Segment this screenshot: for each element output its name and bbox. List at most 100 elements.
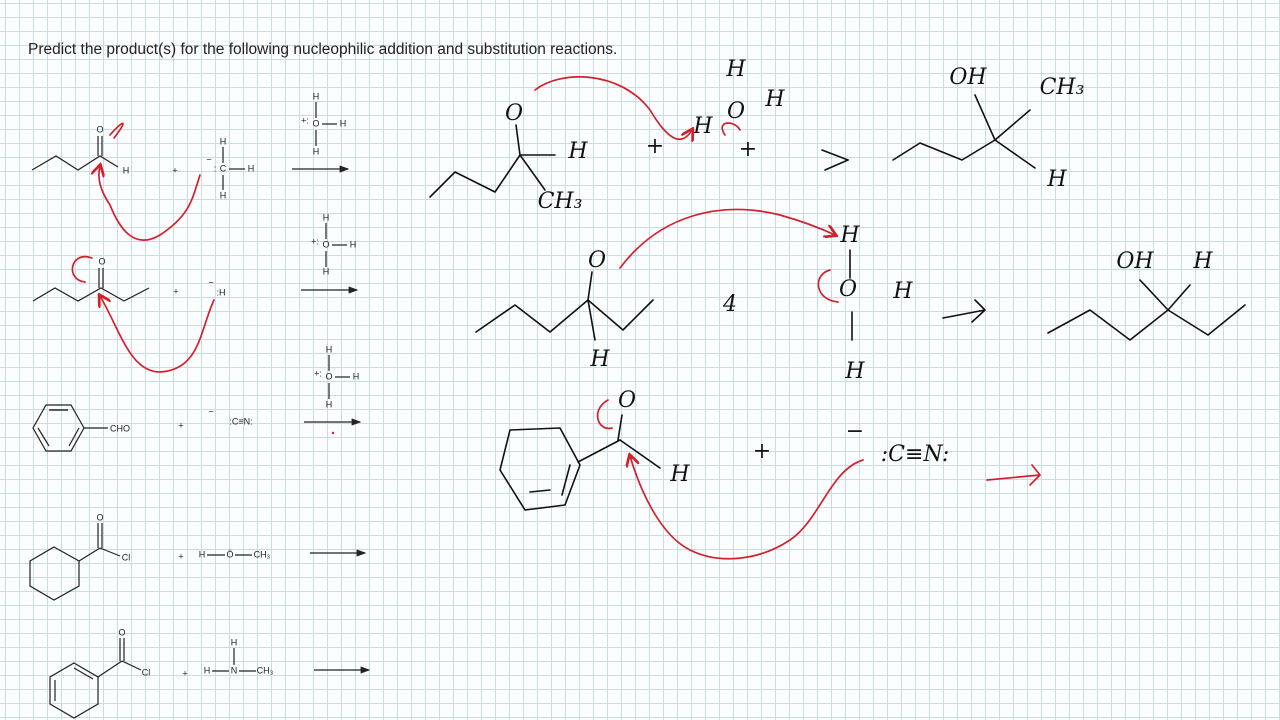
- charge-plus: +:: [314, 368, 322, 378]
- plus-sign: +: [173, 286, 178, 296]
- atom-H: H: [326, 399, 333, 409]
- ketone-skeleton: [32, 287, 150, 302]
- ink-dot: [331, 431, 335, 435]
- atom-H: H: [323, 266, 330, 276]
- atom-H: H: [313, 91, 320, 101]
- hand-bond: [519, 154, 546, 191]
- hand-bond: [994, 139, 1036, 169]
- aldehyde-group: CHO: [110, 423, 130, 433]
- hand-plus: +: [646, 134, 664, 159]
- atom-O: O: [325, 371, 332, 381]
- bond: [78, 547, 101, 562]
- hand-atom-H: H: [1046, 167, 1067, 192]
- plus-sign: +: [172, 165, 177, 175]
- bond: [99, 547, 121, 557]
- methyl-group: CH₃: [254, 549, 271, 559]
- atom-H: H: [340, 118, 347, 128]
- atom-H: H: [199, 549, 206, 559]
- red-curved-arrow: [630, 456, 864, 560]
- lone-pair: :: [214, 163, 217, 173]
- hand-product-skeleton: [1047, 304, 1246, 341]
- atom-O: O: [312, 118, 319, 128]
- plus-sign: +: [182, 668, 187, 678]
- atom-H: H: [353, 371, 360, 381]
- curved-arrow: [109, 122, 124, 139]
- red-curved-arrow: [817, 269, 839, 303]
- hand-methyl: CH₃: [538, 189, 583, 214]
- cyanide-ion: :C≡N:: [229, 416, 252, 426]
- benzene-ring: [32, 404, 85, 452]
- hand-atom-O: O: [839, 277, 857, 302]
- handwritten-mechanism-1: O H CH₃ + H O H H + OH CH₃ H: [429, 57, 1084, 214]
- red-curved-arrow: [721, 122, 741, 136]
- atom-H: H: [313, 146, 320, 156]
- atom-N: N: [231, 665, 238, 675]
- hand-atom-H: H: [1192, 249, 1213, 274]
- hand-cyanide: :C≡N:: [881, 442, 950, 467]
- atom-C: C: [220, 163, 227, 173]
- hand-atom-O: O: [588, 248, 606, 273]
- atom-H: H: [231, 637, 238, 647]
- ring-double-bond: [68, 427, 80, 447]
- hand-bond: [1167, 284, 1191, 311]
- atom-O: O: [118, 627, 125, 637]
- hand-ring-bonds: [529, 464, 571, 496]
- hand-atom-H: H: [844, 359, 865, 384]
- hand-atom-H: H: [589, 347, 610, 372]
- hand-charge-plus: +: [739, 137, 757, 162]
- ring-double-bond: [73, 667, 94, 680]
- hand-product-skeleton: [892, 109, 1031, 161]
- red-curved-arrow: [596, 399, 613, 430]
- atom-H: H: [123, 165, 130, 175]
- hand-skeleton: [429, 154, 556, 198]
- atom-O: O: [98, 256, 105, 266]
- hand-atom-H: H: [567, 139, 588, 164]
- hand-atom-H: H: [692, 114, 713, 139]
- hand-atom-H: H: [764, 87, 785, 112]
- hand-arrow: [824, 159, 849, 171]
- hand-atom-H: H: [892, 279, 913, 304]
- handwritten-mechanism-3: O H + − :C≡N:: [499, 388, 1041, 560]
- charge-minus: −: [206, 154, 211, 164]
- atom-O: O: [96, 512, 103, 522]
- reaction-1-printed: O H + − : C H H H +: O H H H: [31, 91, 350, 200]
- curved-arrow: [99, 166, 201, 241]
- handwritten-mechanism-2: O H 4 H O H H OH H: [475, 208, 1246, 384]
- atom-H: H: [350, 239, 357, 249]
- atom-O: O: [96, 124, 103, 134]
- hand-arrow: [821, 149, 849, 161]
- charge-plus: +:: [311, 236, 319, 246]
- atom-O: O: [322, 239, 329, 249]
- hand-atom-H: H: [839, 223, 860, 248]
- hand-bond: [587, 299, 596, 341]
- curved-arrow: [71, 255, 93, 283]
- atom-H: H: [220, 136, 227, 146]
- hand-arrow: [942, 299, 986, 323]
- hydronium: +: O H H H: [311, 212, 356, 276]
- hand-atom-O: O: [618, 388, 636, 413]
- ring-double-bond: [37, 427, 50, 447]
- atom-H: H: [326, 344, 333, 354]
- hand-atom-O: O: [727, 99, 745, 124]
- hand-hydroxyl: OH: [1116, 249, 1154, 274]
- bond: [97, 660, 123, 678]
- problem-statement: Predict the product(s) for the following…: [28, 41, 618, 58]
- plus-sign: +: [178, 420, 183, 430]
- bond: [121, 660, 142, 671]
- reaction-4-printed: O Cl + H Ö CH₃: [29, 512, 367, 601]
- atom-H: H: [220, 190, 227, 200]
- hand-bond: [1139, 279, 1169, 311]
- hand-hydroxyl: OH: [949, 65, 987, 90]
- curved-arrow: [100, 296, 215, 373]
- charge-minus: −: [208, 277, 213, 287]
- charge-minus: −: [208, 406, 213, 416]
- atom-H: H: [323, 212, 330, 222]
- charge-plus: +:: [301, 115, 309, 125]
- hand-plus: +: [753, 439, 771, 464]
- red-reaction-arrow: [986, 464, 1041, 486]
- hand-benzene-ring: [499, 427, 581, 511]
- cyclohexane-ring: [29, 546, 80, 601]
- red-annotations-left: [71, 122, 215, 373]
- hand-skeleton: [475, 299, 654, 333]
